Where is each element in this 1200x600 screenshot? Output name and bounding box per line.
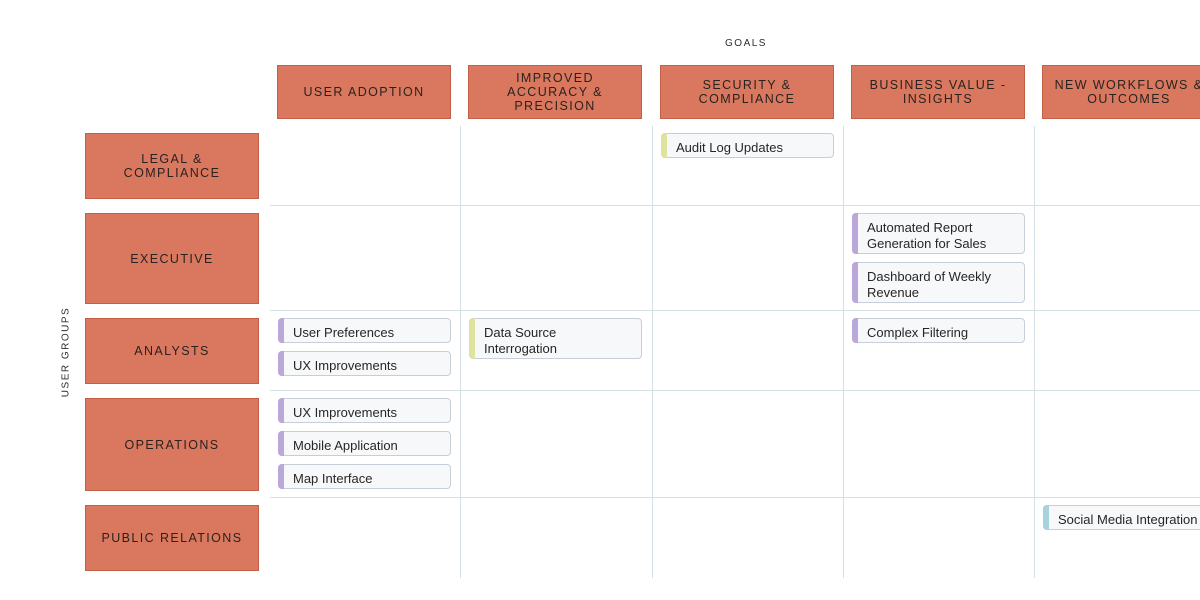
feature-card-label: Audit Log Updates — [676, 140, 783, 155]
category-tag — [852, 213, 858, 254]
feature-card[interactable]: Mobile Application — [278, 431, 451, 456]
feature-card-label: Complex Filtering — [867, 325, 969, 340]
category-tag — [469, 318, 475, 359]
feature-card-label: UX Improvements — [293, 358, 398, 373]
feature-card[interactable]: UX Improvements — [278, 351, 451, 376]
goal-header: NEW WORKFLOWS & OUTCOMES — [1042, 65, 1200, 119]
user-group-header: ANALYSTS — [85, 318, 259, 384]
grid-row-divider — [270, 205, 1200, 206]
user-group-header: OPERATIONS — [85, 398, 259, 491]
user-group-header: EXECUTIVE — [85, 213, 259, 304]
feature-card-label: Data Source Interrogation — [484, 325, 557, 356]
feature-card-label: Mobile Application — [293, 438, 398, 453]
feature-card-label: Social Media Integration — [1058, 512, 1198, 527]
feature-card-label: Map Interface — [293, 471, 373, 486]
category-tag — [278, 464, 284, 489]
grid-row-divider — [270, 310, 1200, 311]
feature-card[interactable]: Automated Report Generation for Sales — [852, 213, 1025, 254]
feature-card[interactable]: Audit Log Updates — [661, 133, 834, 158]
grid-column-divider — [652, 126, 653, 578]
category-tag — [278, 431, 284, 456]
category-tag — [278, 398, 284, 423]
category-tag — [278, 351, 284, 376]
grid-column-divider — [843, 126, 844, 578]
feature-card-label: Automated Report Generation for Sales — [867, 220, 987, 251]
feature-card[interactable]: Complex Filtering — [852, 318, 1025, 343]
grid-row-divider — [270, 390, 1200, 391]
feature-card[interactable]: Data Source Interrogation — [469, 318, 642, 359]
feature-card-label: Dashboard of Weekly Revenue — [867, 269, 992, 300]
category-tag — [852, 318, 858, 343]
goal-header: IMPROVED ACCURACY & PRECISION — [468, 65, 642, 119]
feature-card-label: User Preferences — [293, 325, 395, 340]
feature-card[interactable]: Social Media Integration — [1043, 505, 1200, 530]
goal-header: SECURITY & COMPLIANCE — [660, 65, 834, 119]
goals-axis-title: GOALS — [725, 38, 767, 49]
category-tag — [852, 262, 858, 303]
grid-column-divider — [460, 126, 461, 578]
grid-row-divider — [270, 497, 1200, 498]
feature-card[interactable]: UX Improvements — [278, 398, 451, 423]
grid-column-divider — [1034, 126, 1035, 578]
feature-card[interactable]: Map Interface — [278, 464, 451, 489]
feature-card[interactable]: User Preferences — [278, 318, 451, 343]
user-group-header: PUBLIC RELATIONS — [85, 505, 259, 571]
feature-card[interactable]: Dashboard of Weekly Revenue — [852, 262, 1025, 303]
category-tag — [1043, 505, 1049, 530]
goal-header: USER ADOPTION — [277, 65, 451, 119]
feature-card-label: UX Improvements — [293, 405, 398, 420]
goal-header: BUSINESS VALUE - INSIGHTS — [851, 65, 1025, 119]
category-tag — [661, 133, 667, 158]
user-groups-axis-title: USER GROUPS — [60, 306, 72, 398]
user-group-header: LEGAL & COMPLIANCE — [85, 133, 259, 199]
category-tag — [278, 318, 284, 343]
